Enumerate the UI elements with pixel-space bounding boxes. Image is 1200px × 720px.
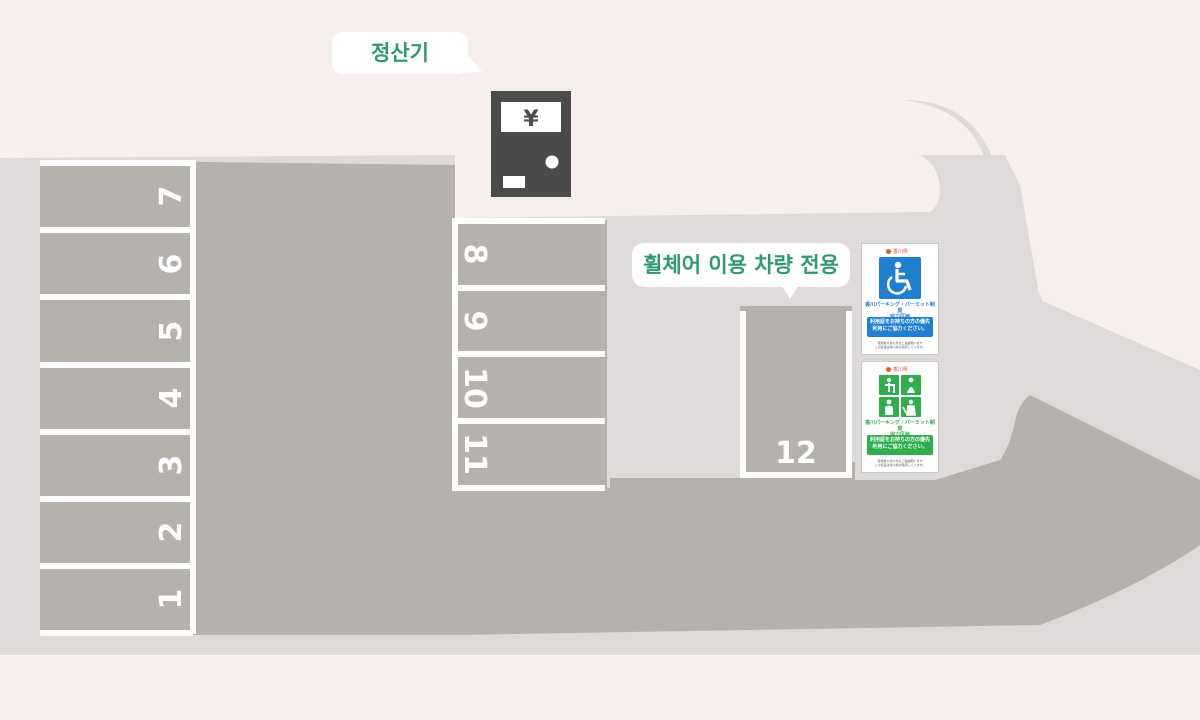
sign-fine-print: 使用者以外の方はご遠慮願います この区画は香川県が指定しています。 bbox=[874, 459, 926, 467]
stall-number-4: 4 bbox=[154, 388, 189, 409]
sign-band: 利用証をお持ちの方の優先 利用にご協力ください。 bbox=[867, 435, 933, 455]
priority-people-icon bbox=[879, 375, 921, 417]
pay-station-icon: ¥ bbox=[491, 91, 571, 197]
cashier-label: 정산기 bbox=[332, 32, 468, 74]
wheelchair-permit-sign: 香川県 香川パーキング・パーミット制度 協力区画 利用証をお持ちの方の優先 利用… bbox=[861, 243, 939, 355]
sign-band: 利用証をお持ちの方の優先 利用にご協力ください。 bbox=[867, 317, 933, 337]
prefecture-name: 香川県 bbox=[893, 248, 909, 255]
stall-number-11: 11 bbox=[457, 433, 492, 475]
stall-number-12: 12 bbox=[775, 436, 817, 471]
parking-surface-lower bbox=[455, 395, 1200, 635]
stall-number-9: 9 bbox=[457, 311, 492, 332]
stall-number-6: 6 bbox=[154, 254, 189, 275]
middle-stall-lines bbox=[452, 218, 605, 491]
left-stall-lines bbox=[40, 160, 196, 636]
priority-permit-sign: 香川県 香川パーキング・パーミット制度 協力区画 利用証をお持ちの方の優先 利用… bbox=[861, 361, 939, 473]
stall-number-3: 3 bbox=[154, 455, 189, 476]
accessible-stall-lines bbox=[740, 311, 852, 478]
stall-number-7: 7 bbox=[154, 186, 189, 207]
wheelchair-icon bbox=[879, 257, 921, 299]
stall-number-10: 10 bbox=[457, 367, 492, 409]
stall-number-5: 5 bbox=[154, 321, 189, 342]
yen-symbol: ¥ bbox=[523, 107, 539, 132]
wheelchair-only-label: 휠체어 이용 차량 전용 bbox=[632, 243, 850, 299]
sign-fine-print: 使用者以外の方はご遠慮願います この区画は香川県が指定しています。 bbox=[874, 341, 926, 349]
stall-number-1: 1 bbox=[154, 589, 189, 610]
stall-numbers: 7 6 5 4 3 2 1 8 9 10 11 12 bbox=[154, 186, 817, 610]
stall-number-8: 8 bbox=[457, 244, 492, 265]
stall-number-2: 2 bbox=[154, 522, 189, 543]
parking-surface bbox=[40, 160, 455, 635]
accessible-stall-surface bbox=[740, 306, 852, 478]
prefecture-name: 香川県 bbox=[893, 366, 909, 373]
